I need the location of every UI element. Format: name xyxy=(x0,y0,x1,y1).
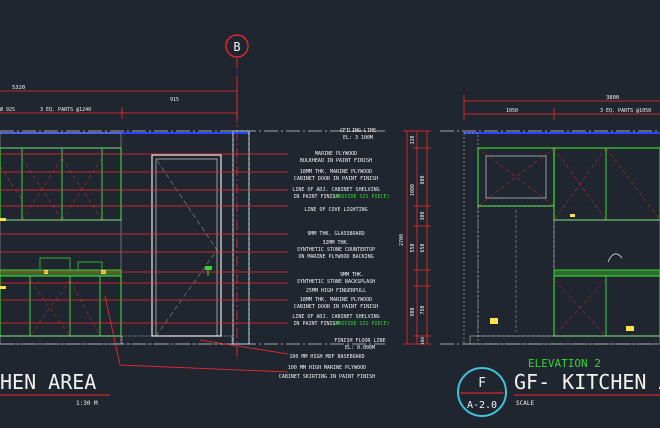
note-adj-shelving-lower: LINE OF ADJ. CABINET SHELVING xyxy=(292,314,379,320)
dim-right-left: 1050 xyxy=(506,108,518,114)
dim-right-total: 3800 xyxy=(606,95,619,101)
left-scale: 1:30 M xyxy=(76,400,98,407)
left-title: HEN AREA xyxy=(0,370,96,394)
note-fingerpull: 25MM HIGH FINGERPULL xyxy=(306,288,366,294)
note-paint-finish-upper: IN PAINT FINISH xyxy=(293,194,338,200)
right-elevation-linework xyxy=(440,130,660,345)
dim-right-parts: 3 EQ. PARTS @1050 xyxy=(600,108,651,114)
note-9mm: 9MM THK. xyxy=(340,272,364,278)
note-mdf-baseboard: 100 MM HIGH MDF BASEBOARD xyxy=(289,354,364,360)
section-letter: F xyxy=(478,376,486,391)
vdim-100: 100 xyxy=(420,337,426,345)
sheet-number: A-2.0 xyxy=(467,400,497,411)
vdim-300: 300 xyxy=(420,211,426,220)
vdim-800: 800 xyxy=(420,175,426,184)
note-bulkhead: BULKHEAD IN PAINT FINISH xyxy=(300,158,372,164)
grid-marker-letter: B xyxy=(233,40,240,54)
vertical-dimensions: 2700 320 800 1000 300 550 650 900 750 10… xyxy=(399,130,431,345)
note-18mm-upper: 18MM THK. MARINE PLYWOOD xyxy=(300,169,372,175)
note-32mm: 32MM THK. xyxy=(322,240,349,246)
vdim-overall: 2700 xyxy=(399,234,405,246)
annotation-text-column: CEILING LINE EL: 3 100M MARINE PLYWOOD B… xyxy=(279,128,390,380)
dim-left-parts: 3 EQ. PARTS @1240 xyxy=(40,107,91,113)
note-floor-el: EL: 0.000M xyxy=(345,345,375,351)
annotation-leaders xyxy=(0,153,289,373)
vdim-900: 900 xyxy=(410,307,416,316)
right-title: GF- KITCHEN A xyxy=(514,370,660,394)
vdim-1000: 1000 xyxy=(410,184,416,196)
right-top-dimensions: 3800 1050 3 EQ. PARTS @1050 xyxy=(463,95,660,120)
note-ceiling-el: EL: 3 100M xyxy=(343,135,373,141)
note-18mm-lower: 18MM THK. MARINE PLYWOOD xyxy=(300,297,372,303)
vdim-320: 320 xyxy=(410,135,416,144)
note-sis-piece-lower: (PROVIDE SIS PIECE) xyxy=(332,321,389,327)
note-plywood-backing: ON MARINE PLYWOOD BACKING xyxy=(298,254,373,260)
note-ceiling-line: CEILING LINE xyxy=(340,128,376,134)
left-elevation-linework xyxy=(0,58,385,360)
left-drawing-title: HEN AREA 1:30 M xyxy=(0,370,110,407)
note-paint-finish-lower: IN PAINT FINISH xyxy=(293,321,338,327)
right-drawing-title: F A-2.0 ELEVATION 2 GF- KITCHEN A SCALE xyxy=(457,357,660,417)
note-glassboard: 9MM THK. GLASSBOARD xyxy=(307,231,364,237)
note-cabinet-door-lower: CABINET DOOR IN PAINT FINISH xyxy=(294,304,378,310)
dim-left-partial: Ø 925 xyxy=(0,106,15,113)
note-cove-lighting: LINE OF COVE LIGHTING xyxy=(304,207,367,213)
vdim-750: 750 xyxy=(420,305,426,314)
vdim-650: 650 xyxy=(420,243,426,252)
note-marine-plywood: MARINE PLYWOOD xyxy=(315,151,357,157)
note-countertop: SYNTHETIC STONE COUNTERTOP xyxy=(297,247,375,253)
grid-bubble-b: B xyxy=(225,34,249,58)
note-backsplash: SYNTHETIC STONE BACKSPLASH xyxy=(297,279,375,285)
note-skirting-1: 100 MM HIGH MARINE PLYWOOD xyxy=(288,365,366,371)
vdim-550: 550 xyxy=(410,243,416,252)
note-skirting-2: CABINET SKIRTING IN PAINT FINISH xyxy=(279,374,375,380)
elevation-label: ELEVATION 2 xyxy=(528,357,601,370)
note-finish-floor: FINISH FLOOR LINE xyxy=(334,338,385,344)
dim-left-total: 5320 xyxy=(12,85,25,91)
right-scale: SCALE xyxy=(516,400,534,407)
left-top-dimensions: 5320 Ø 925 3 EQ. PARTS @1240 915 xyxy=(0,85,238,119)
note-cabinet-door-upper: CABINET DOOR IN PAINT FINISH xyxy=(294,176,378,182)
dim-left-door-gap: 915 xyxy=(170,97,179,103)
note-sis-piece-upper: (PROVIDE SIS PIECE) xyxy=(332,194,389,200)
note-adj-shelving-upper: LINE OF ADJ. CABINET SHELVING xyxy=(292,187,379,193)
